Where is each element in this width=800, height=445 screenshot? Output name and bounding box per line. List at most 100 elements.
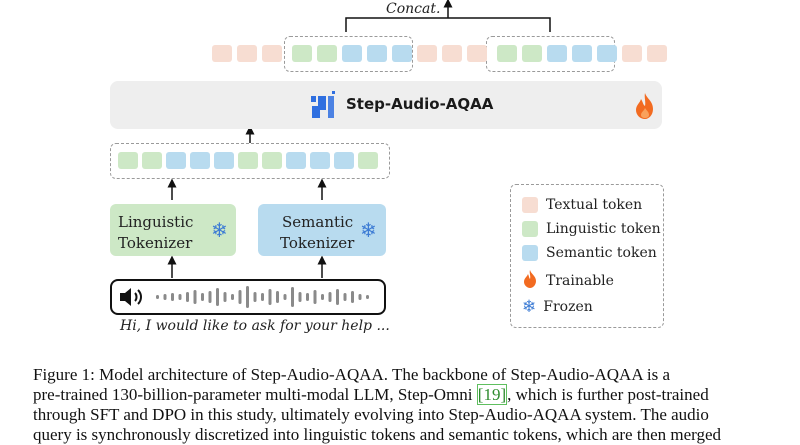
textual-token — [647, 45, 667, 62]
legend-item: Semantic token — [522, 242, 657, 264]
legend-item: Textual token — [522, 194, 642, 216]
semantic-token — [367, 45, 387, 62]
caption-line: query is synchronously discretized into … — [33, 425, 722, 444]
waveform-bar — [268, 289, 272, 305]
semantic-token — [286, 152, 306, 169]
waveform-bar — [253, 292, 257, 302]
semantic-token — [342, 45, 362, 62]
waveform-bar — [193, 290, 197, 304]
caption-line: through SFT and DPO in this study, ultim… — [33, 405, 709, 424]
semantic-token — [392, 45, 412, 62]
waveform-bar — [178, 294, 182, 300]
model-name: Step-Audio-AQAA — [346, 95, 494, 113]
linguistic-token — [292, 45, 312, 62]
waveform-bar — [231, 294, 234, 300]
semantic-token — [547, 45, 567, 62]
legend-swatch — [522, 245, 538, 261]
speaker-icon — [120, 288, 142, 306]
concat-label: Concat. — [386, 1, 441, 17]
snowflake-icon: ❄ — [522, 297, 537, 317]
audio-waveform — [156, 286, 369, 308]
linguistic-token — [238, 152, 258, 169]
tokenizer-output-box — [110, 143, 390, 179]
caption-line: pre-trained 130-billion-parameter multi-… — [33, 384, 773, 405]
waveform-bar — [156, 295, 159, 299]
waveform-bar — [163, 294, 167, 300]
caption-line: Figure 1: Model architecture of Step-Aud… — [33, 365, 671, 384]
linguistic-token — [118, 152, 138, 169]
waveform-bar — [186, 292, 189, 302]
waveform-bar — [336, 289, 339, 305]
citation-link[interactable]: [19] — [476, 384, 508, 405]
legend-box — [510, 184, 664, 328]
waveform-bar — [291, 287, 294, 307]
semantic-token — [334, 152, 354, 169]
textual-token — [417, 45, 437, 62]
figure-caption: Figure 1: Model architecture of Step-Aud… — [33, 365, 773, 445]
legend-label: Semantic token — [546, 245, 657, 261]
waveform-bar — [298, 292, 302, 302]
legend-label: Trainable — [546, 273, 614, 289]
waveform-bar — [328, 292, 332, 302]
textual-token — [622, 45, 642, 62]
waveform-bar — [246, 286, 249, 308]
linguistic-tokenizer-line2: Tokenizer — [118, 234, 193, 252]
snowflake-icon: ❄ — [360, 218, 377, 242]
caption-text: pre-trained 130-billion-parameter multi-… — [33, 384, 709, 405]
legend-item: ❄ Frozen — [522, 296, 593, 318]
concat-group-box-1 — [284, 36, 413, 72]
linguistic-token — [142, 152, 162, 169]
semantic-tokenizer-line1: Semantic — [282, 213, 354, 231]
semantic-tokenizer: Semantic Tokenizer — [258, 204, 386, 256]
legend-label: Linguistic token — [546, 221, 661, 237]
waveform-bar — [313, 290, 317, 304]
audio-input-box — [110, 279, 386, 315]
textual-token — [237, 45, 257, 62]
backbone-bar — [110, 81, 662, 129]
legend-label: Frozen — [543, 299, 593, 315]
waveform-bar — [171, 293, 174, 301]
legend-item: Trainable — [522, 270, 614, 292]
flame-icon — [522, 269, 538, 293]
linguistic-token — [262, 152, 282, 169]
textual-token — [467, 45, 487, 62]
waveform-bar — [276, 291, 279, 303]
audio-transcript: Hi, I would like to ask for your help ..… — [120, 318, 390, 334]
legend-swatch — [522, 197, 538, 213]
linguistic-tokenizer: Linguistic Tokenizer — [110, 204, 236, 256]
legend-label: Textual token — [546, 197, 643, 213]
semantic-token — [310, 152, 330, 169]
semantic-token — [597, 45, 617, 62]
waveform-bar — [343, 293, 347, 301]
step-logo-icon — [311, 91, 335, 118]
linguistic-token — [317, 45, 337, 62]
waveform-bar — [321, 294, 324, 300]
waveform-bar — [223, 292, 227, 302]
linguistic-token — [497, 45, 517, 62]
concat-bracket — [345, 17, 551, 32]
textual-token — [212, 45, 232, 62]
waveform-bar — [366, 295, 369, 299]
linguistic-tokenizer-line1: Linguistic — [118, 213, 194, 231]
waveform-bar — [216, 288, 219, 306]
semantic-token — [214, 152, 234, 169]
waveform-bar — [358, 294, 362, 300]
semantic-tokenizer-line2: Tokenizer — [280, 234, 355, 252]
flame-icon — [636, 93, 653, 119]
waveform-bar — [238, 290, 242, 304]
semantic-token — [190, 152, 210, 169]
textual-token — [442, 45, 462, 62]
waveform-bar — [208, 291, 212, 303]
semantic-token — [166, 152, 186, 169]
legend-item: Linguistic token — [522, 218, 661, 240]
waveform-bar — [201, 293, 204, 301]
waveform-bar — [306, 293, 309, 301]
textual-token — [262, 45, 282, 62]
semantic-token — [572, 45, 592, 62]
linguistic-token — [522, 45, 542, 62]
waveform-bar — [351, 291, 354, 303]
snowflake-icon: ❄ — [211, 218, 228, 242]
waveform-bar — [261, 293, 264, 301]
legend-swatch — [522, 221, 538, 237]
